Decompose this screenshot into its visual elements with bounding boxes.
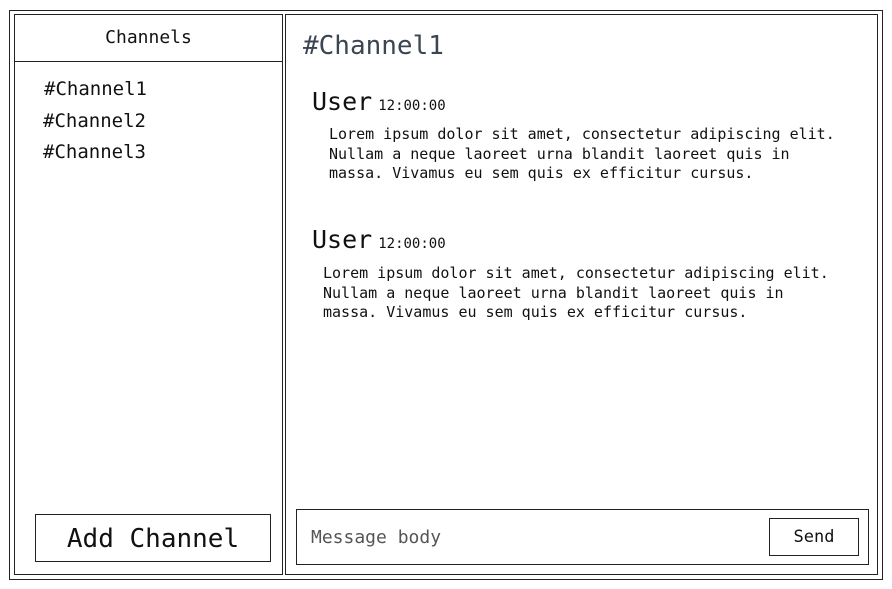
message-user: User <box>312 87 373 116</box>
add-channel-button[interactable]: Add Channel <box>35 514 271 562</box>
channel-sidebar: Channels #Channel1 #Channel2 #Channel3 A… <box>14 14 283 575</box>
channel-title: #Channel1 <box>303 31 444 61</box>
message-timestamp: 12:00:00 <box>378 236 446 252</box>
channel-item-3[interactable]: #Channel3 <box>43 141 146 163</box>
chat-panel: #Channel1 User 12:00:00 Lorem ipsum dolor… <box>285 14 878 575</box>
message-input[interactable] <box>298 511 758 563</box>
message-timestamp: 12:00:00 <box>378 98 446 114</box>
channel-item-2[interactable]: #Channel2 <box>43 110 146 132</box>
channel-item-1[interactable]: #Channel1 <box>44 78 147 100</box>
message-composer: Send <box>296 509 869 565</box>
sidebar-title: Channels <box>105 27 192 48</box>
send-button[interactable]: Send <box>769 518 859 556</box>
app-frame <box>9 10 883 580</box>
sidebar-header: Channels <box>15 15 282 62</box>
message: User 12:00:00 <box>312 226 446 254</box>
message-body: Lorem ipsum dolor sit amet, consectetur … <box>329 125 835 182</box>
message: User 12:00:00 <box>312 88 446 116</box>
message-body: Lorem ipsum dolor sit amet, consectetur … <box>323 264 829 321</box>
message-user: User <box>312 225 373 254</box>
